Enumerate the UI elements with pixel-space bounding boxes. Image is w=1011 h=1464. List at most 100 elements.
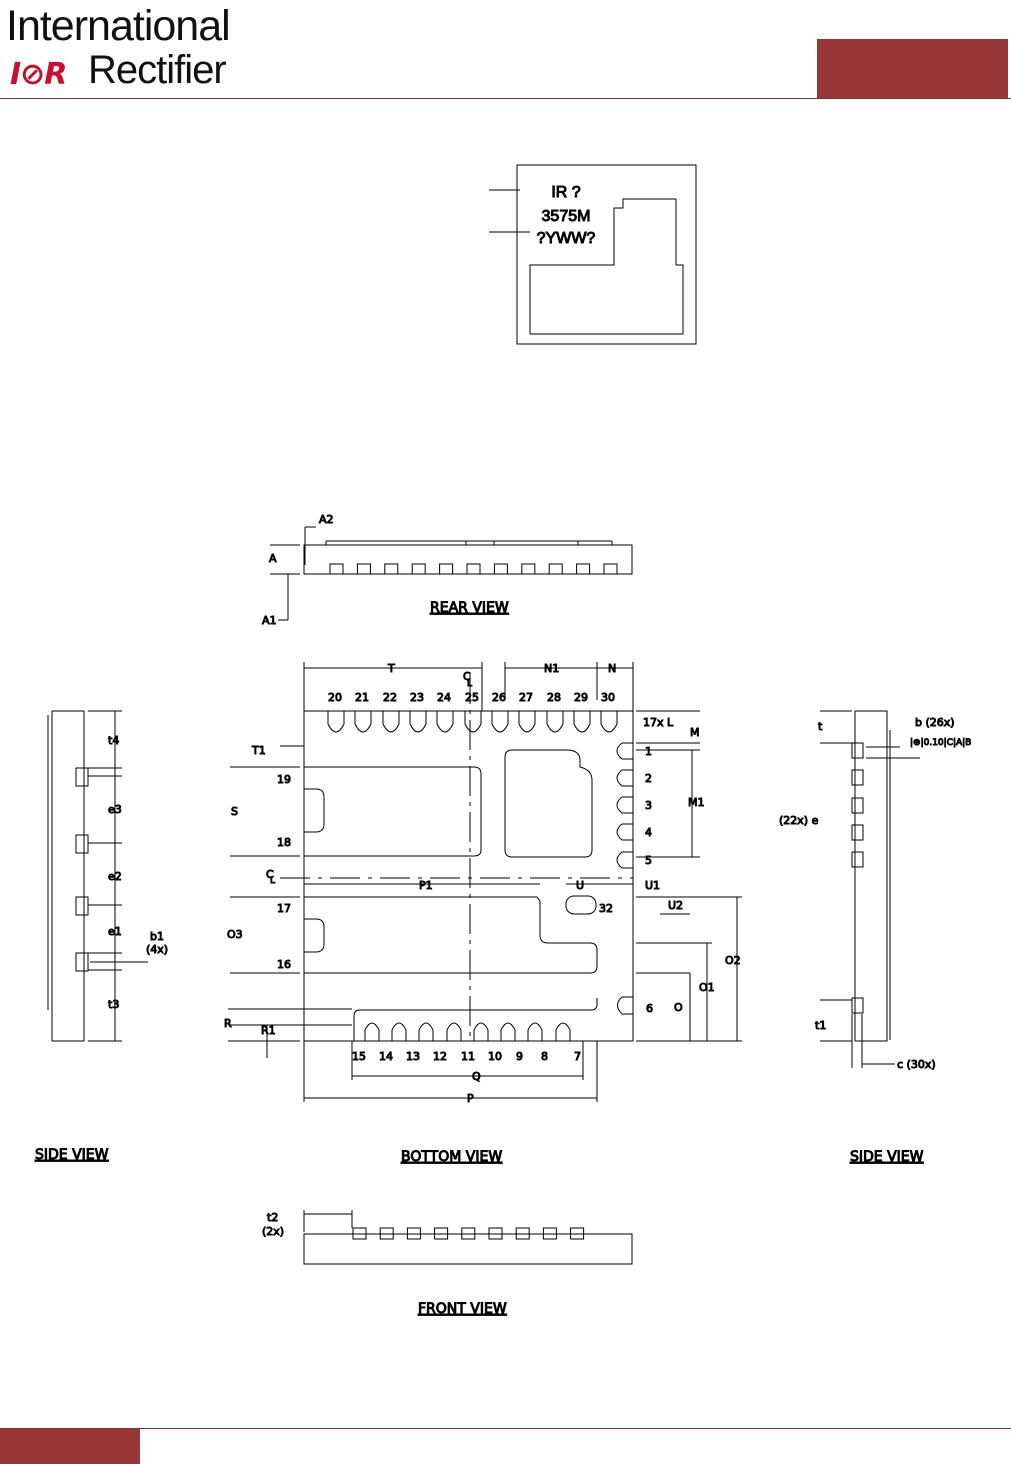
rear-pad [521,563,536,575]
view-label-bottom: BOTTOM VIEW [401,1149,502,1165]
pin-outline-bottom [364,1022,380,1041]
side-pad-left [75,952,89,972]
logo-text-rectifier: Rectifier [88,48,227,92]
dim-label-n1: N1 [544,662,559,675]
dim-label-cl-left-sub: L [270,876,275,886]
header-accent-block [817,39,1008,98]
pin-outline-top [600,711,618,733]
pin-outline-right [616,742,633,760]
dim-label-s: S [231,805,238,818]
front-view: t2 (2x) FRONT VIEW [262,1210,633,1318]
pin-label-top: 29 [574,691,588,704]
company-logo: International I⊘R Rectifier [6,2,266,97]
dim-label-p1: P1 [419,879,433,892]
pin-outline-top [464,711,482,733]
view-label-front: FRONT VIEW [418,1301,507,1317]
front-pad [434,1227,449,1240]
pin-label-bottom: 15 [352,1050,366,1063]
pin-outline-right [616,823,633,841]
rear-pad [411,563,426,575]
front-pad [406,1227,421,1240]
pin-label-top: 20 [328,691,342,704]
part-marking-diagram: IR ? 3575M ?YWW? [489,164,697,345]
pin-label-bottom: 9 [516,1050,523,1063]
dim-label-17x-l: 17x L [643,716,674,729]
rear-pad [493,563,508,575]
front-pad [352,1227,367,1240]
dim-label-c30: c (30x) [897,1058,936,1071]
dim-label-e3: e3 [108,803,122,816]
pin-label-top: 30 [601,691,615,704]
pin-outline-bottom [446,1022,462,1041]
side-pad-right [851,797,864,814]
pin-label-top: 24 [437,691,451,704]
pin-outline-top [491,711,509,733]
dim-label-cl-left: C [266,868,274,881]
pin-label-other: 6 [646,1002,653,1015]
side-view-left: t4 e3 e2 e1 b1 (4x) t3 SIDE VIEW [35,710,169,1164]
dim-label-t3: t3 [108,998,119,1011]
logo-text-international: International [6,2,231,50]
pin-outline-top [573,711,591,733]
dim-label-o1: O1 [699,981,715,994]
pin-label-bottom: 13 [406,1050,420,1063]
pin-label-left: 17 [277,902,291,915]
pin-label-bottom: 7 [574,1050,581,1063]
pin-outline-bottom [391,1022,407,1041]
pin-outline-top [354,711,372,733]
rear-pad [466,563,481,575]
rear-pad [548,563,563,575]
view-label-rear: REAR VIEW [430,600,509,616]
pin-outline-top [518,711,536,733]
rear-pad [576,563,591,575]
pin-outline-bottom [527,1022,543,1041]
dim-label-u: U [576,879,584,892]
side-pad-right [851,742,864,759]
dim-label-cl-top: C [463,670,471,683]
rear-pad [384,563,399,575]
rear-pad [439,563,454,575]
rear-view: A2 A A1 REAR VIEW [262,513,633,628]
dim-label-t-right: t [818,720,823,733]
pin-label-right: 2 [645,772,652,785]
pin-label-bottom: 14 [379,1050,393,1063]
pin-label-other: 32 [599,902,613,915]
dim-label-r: R [224,1017,232,1030]
pin-outline-bottom [418,1022,434,1041]
pin-label-top: 27 [519,691,533,704]
pin-outline-top [409,711,427,733]
dim-label-t4: t4 [108,734,119,747]
dim-label-p: P [467,1092,474,1105]
dim-label-a1: A1 [262,614,277,627]
front-pad [488,1227,503,1240]
dim-label-u2: U2 [668,899,683,912]
pin-label-left: 16 [277,958,291,971]
pin-label-right: 4 [645,826,652,839]
footer-divider [0,1428,1011,1429]
pin-outline-top [546,711,564,733]
pin-label-right: 3 [645,799,652,812]
dim-label-e2: e2 [108,870,122,883]
side-pad-left [75,834,89,854]
pin-label-top: 25 [465,691,479,704]
front-pad [515,1227,530,1240]
pin-label-bottom: 11 [461,1050,475,1063]
dim-label-q: Q [472,1070,481,1083]
side-view-right: t b (26x) |⊕|0.10|C|A|B (22x) e t1 c (30… [779,710,972,1166]
dim-label-b1-count: (4x) [146,943,168,956]
side-pad-left [75,896,89,916]
dim-label-t1-right: t1 [815,1019,826,1032]
pin-label-top: 23 [410,691,424,704]
front-pad [570,1227,585,1240]
marking-line-2: 3575M [542,208,591,225]
dim-label-a: A [269,552,277,565]
bottom-view: T C L N1 N 17x L M M1 T1 S C L O3 R R1 P… [224,662,742,1166]
side-pad-right [851,851,864,868]
dim-label-a2: A2 [319,513,334,526]
pin-outline-bottom [473,1022,489,1041]
pin-outline-bottom [500,1022,516,1041]
marking-line-3: ?YWW? [537,230,596,247]
dim-label-t1: T1 [251,744,266,757]
pin-outline-right [616,796,633,814]
